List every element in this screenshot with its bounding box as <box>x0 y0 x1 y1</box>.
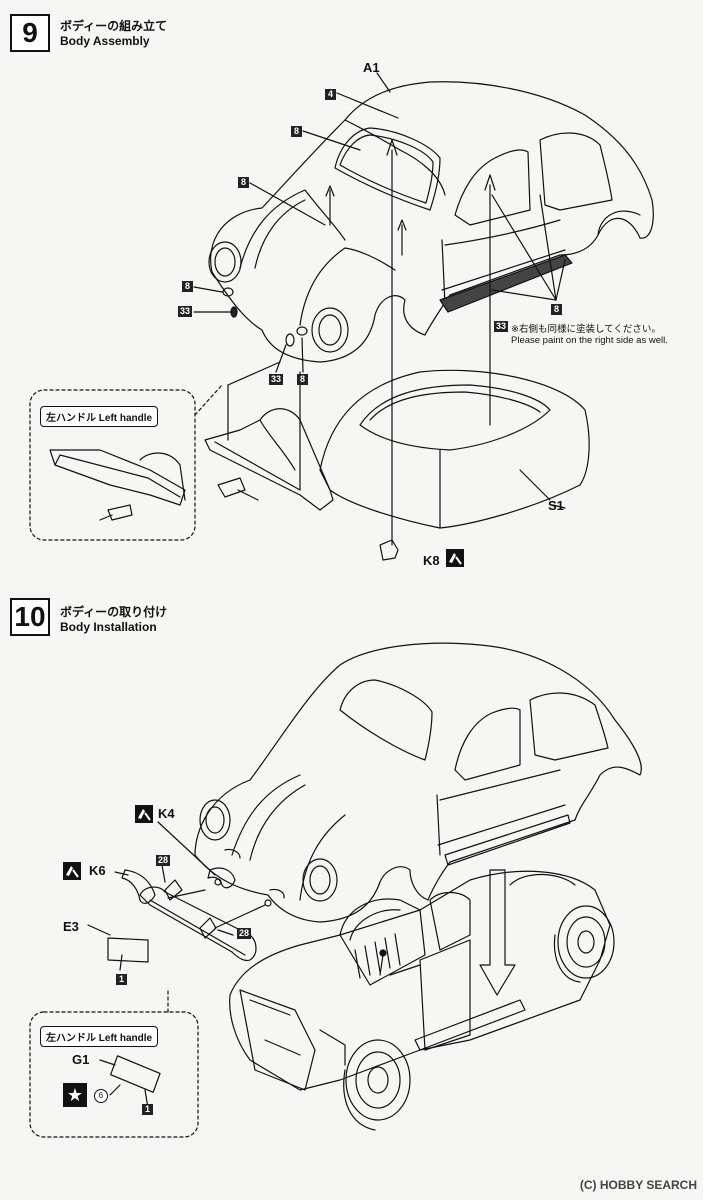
paint-code-8-lamp: 8 <box>297 374 308 385</box>
paint-note-en: Please paint on the right side as well. <box>511 335 668 346</box>
step-9-number: 9 <box>10 14 50 52</box>
part-e3-label: E3 <box>63 919 79 934</box>
part-g1-label: G1 <box>72 1052 90 1067</box>
decal-number-6: 6 <box>94 1089 108 1103</box>
inset-label-left-handle: 左ハンドル Left handle <box>40 406 159 427</box>
license-plate <box>107 937 149 963</box>
front-bumper <box>139 886 257 962</box>
paint-code-28-guard: 28 <box>156 855 170 866</box>
interior-tub <box>319 369 590 529</box>
paint-code-4: 4 <box>325 89 336 100</box>
step-9-title-en: Body Assembly <box>60 34 150 48</box>
cement-icon-k4 <box>135 805 153 823</box>
decal-star-icon: ★ <box>63 1083 87 1107</box>
paint-note-jp: ※右側も同様に塗装してください。 <box>511 324 661 335</box>
paint-code-33-lamp: 33 <box>269 374 283 385</box>
part-a1-label: A1 <box>363 60 380 75</box>
body-shell-installed <box>194 642 642 923</box>
step-10-title-jp: ボディーの取り付け <box>60 605 168 619</box>
paint-code-33-note: 33 <box>494 321 508 332</box>
chassis <box>229 870 611 1091</box>
part-k4-label: K4 <box>158 806 175 821</box>
paint-code-1-g1: 1 <box>142 1104 153 1115</box>
paint-code-8-hood: 8 <box>238 177 249 188</box>
paint-code-8-trim: 8 <box>551 304 562 315</box>
down-arrow-icon <box>479 869 516 996</box>
paint-code-8-windshield: 8 <box>291 126 302 137</box>
paint-code-8-grille: 8 <box>182 281 193 292</box>
paint-code-33: 33 <box>178 306 192 317</box>
part-s1-label: S1 <box>548 498 564 513</box>
inset-label-left-handle-2: 左ハンドル Left handle <box>40 1026 159 1047</box>
paint-code-28-bumper: 28 <box>237 928 251 939</box>
part-k8-label: K8 <box>423 553 440 568</box>
cement-icon <box>446 549 464 567</box>
part-k6-label: K6 <box>89 863 106 878</box>
cement-icon-k6 <box>63 862 81 880</box>
watermark-logo: (C) HOBBY SEARCH <box>579 1178 697 1192</box>
paint-code-1-plate: 1 <box>116 974 127 985</box>
step-10-title-en: Body Installation <box>60 620 157 634</box>
step-10-number: 10 <box>10 598 50 636</box>
step-9-title-jp: ボディーの組み立て <box>60 19 168 33</box>
